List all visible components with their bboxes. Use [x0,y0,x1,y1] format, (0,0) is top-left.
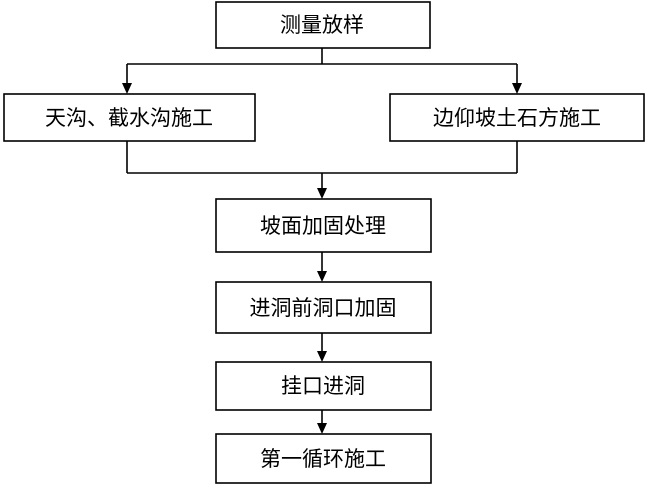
node-enter-tunnel: 挂口进洞 [215,361,432,411]
node-portal-reinforce-label: 进洞前洞口加固 [250,296,397,320]
node-portal-reinforce: 进洞前洞口加固 [215,281,432,334]
node-slope-reinforce: 坡面加固处理 [215,198,432,253]
node-survey-label: 测量放样 [280,13,364,37]
node-ditch-label: 天沟、截水沟施工 [45,106,213,130]
node-slope-earthwork: 边仰坡土石方施工 [389,93,645,142]
node-ditch-box [3,93,256,142]
node-first-cycle-label: 第一循环施工 [260,447,386,471]
arrowhead-ditch [122,83,132,94]
arrowhead-slope-reinforce [317,188,327,199]
arrowhead-portal-reinforce [317,271,327,282]
node-slope-earthwork-box [389,93,645,142]
node-portal-reinforce-box [215,281,432,334]
node-slope-reinforce-box [215,198,432,253]
node-survey-box [215,1,431,49]
arrowhead-slope-earthwork [512,83,522,94]
node-survey: 测量放样 [215,1,431,49]
node-first-cycle-box [215,433,432,484]
node-ditch: 天沟、截水沟施工 [3,93,256,142]
arrowhead-first-cycle [317,423,327,434]
node-slope-earthwork-label: 边仰坡土石方施工 [433,106,601,130]
node-enter-tunnel-box [215,361,432,411]
arrowhead-enter-tunnel [317,351,327,362]
connectors [122,48,522,434]
node-first-cycle: 第一循环施工 [215,433,432,484]
node-enter-tunnel-label: 挂口进洞 [281,374,365,398]
node-slope-reinforce-label: 坡面加固处理 [260,214,386,238]
